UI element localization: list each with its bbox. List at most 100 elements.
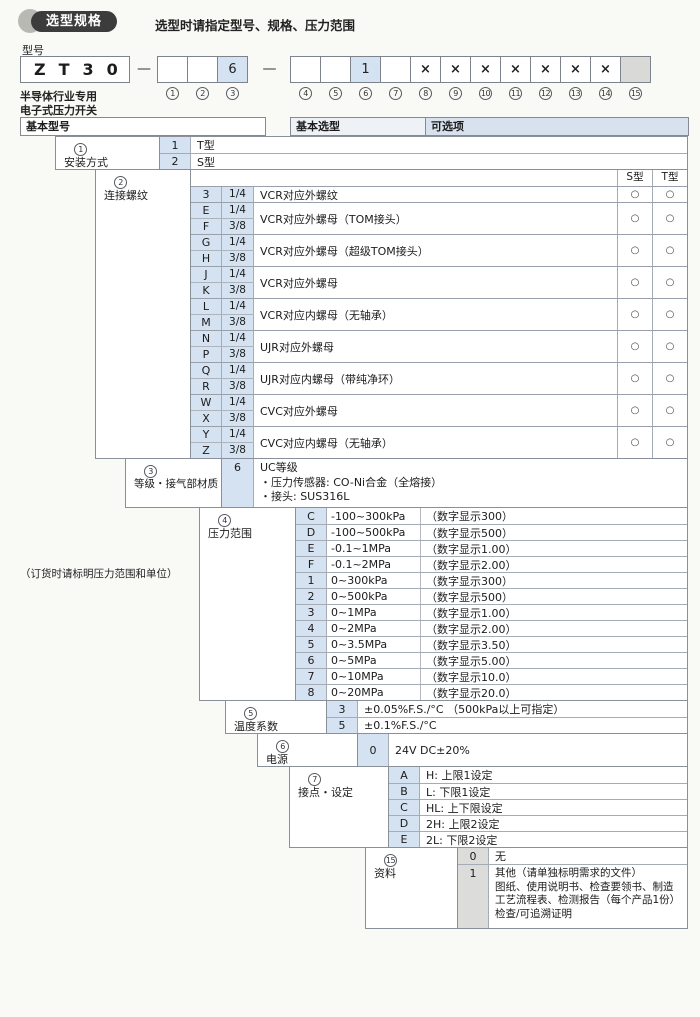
option-code: 8: [296, 685, 327, 700]
option-code: Q: [191, 363, 222, 378]
model-digit-cell: 7: [380, 56, 411, 100]
s-type-available-mark: ○: [617, 235, 652, 266]
section-name: 接点・设定: [298, 786, 353, 799]
product-type-note: 半导体行业专用 电子式压力开关: [20, 90, 97, 117]
option-code: H: [191, 251, 222, 266]
thread-size: 1/4: [222, 427, 254, 442]
display-note: （数字显示300）: [426, 510, 513, 523]
option-code: Y: [191, 427, 222, 442]
model-digit-cell: × 10: [470, 56, 501, 100]
section-label: 5 温度系数: [226, 701, 327, 733]
option-code: 3: [191, 187, 222, 202]
display-note: （数字显示1.00）: [426, 606, 517, 620]
option-desc: VCR对应外螺母（TOM接头）: [260, 212, 407, 226]
option-desc: 2L: 下限2设定: [426, 833, 498, 847]
model-x-box: ×: [470, 56, 501, 83]
section-15-number: 15: [384, 854, 397, 867]
t-type-available-mark: ○: [652, 331, 687, 362]
section-badge-title: 选型规格: [31, 11, 118, 32]
model-digit-box: 1: [350, 56, 381, 83]
option-desc: UJR对应内螺母（带纯净环）: [260, 372, 400, 386]
section-6-number: 6: [276, 740, 289, 753]
t-type-available-mark: ○: [652, 187, 687, 202]
option-desc: VCR对应外螺母: [260, 276, 338, 290]
option-code: W: [191, 395, 222, 410]
option-code: L: [191, 299, 222, 314]
option-desc: VCR对应外螺母（超级TOM接头）: [260, 244, 429, 258]
s-type-available-mark: ○: [617, 187, 652, 202]
model-digit-box: [157, 56, 188, 83]
s-type-available-mark: ○: [617, 331, 652, 362]
option-desc: CVC对应外螺母: [260, 404, 338, 418]
section-name: 电源: [266, 753, 288, 766]
pressure-range: -0.1~1MPa: [327, 541, 421, 556]
option-desc: VCR对应外螺纹: [260, 188, 338, 202]
model-digit-cell: ×8: [410, 56, 441, 100]
option-row: 3 ±0.05%F.S./°C （500kPa以上可指定）: [327, 701, 687, 717]
s-type-available-mark: ○: [617, 267, 652, 298]
pressure-range: -100~300kPa: [327, 508, 421, 524]
pressure-range: 0~1MPa: [327, 605, 421, 620]
display-note: （数字显示2.00）: [426, 622, 517, 636]
option-code: 6: [296, 653, 327, 668]
section-name: 压力范围: [208, 527, 252, 540]
model-digit-cell: 4: [290, 56, 321, 100]
thread-size: 1/4: [222, 395, 254, 410]
thread-size: 3/8: [222, 283, 254, 298]
option-desc: HL: 上下限设定: [426, 801, 503, 815]
thread-size: 3/8: [222, 379, 254, 394]
position-15-circle: 15: [629, 87, 642, 100]
display-note: （数字显示3.50）: [426, 638, 517, 652]
display-note: （数字显示500）: [426, 526, 513, 540]
option-code: B: [389, 784, 420, 799]
display-note: （数字显示10.0）: [426, 670, 517, 684]
option-row: C-100~300kPa （数字显示300）: [296, 508, 687, 524]
thread-size: 1/4: [222, 363, 254, 378]
column-s-type: S型: [617, 170, 652, 186]
option-desc: CVC对应内螺母（无轴承）: [260, 436, 393, 450]
section-label: 3 等级・接气部材质: [126, 459, 222, 507]
option-code: 5: [296, 637, 327, 652]
t-type-available-mark: ○: [652, 427, 687, 458]
thread-size: 1/4: [222, 187, 254, 202]
thread-size: 3/8: [222, 219, 254, 234]
option-code: 0: [458, 848, 489, 864]
option-code: C: [296, 508, 327, 524]
option-code: A: [389, 767, 420, 783]
option-code: 1: [160, 137, 191, 153]
position-3-circle: 3: [226, 87, 239, 100]
model-x-box: ×: [560, 56, 591, 83]
section-name: 连接螺纹: [104, 189, 148, 202]
header-basic-model: 基本型号: [20, 117, 266, 136]
position-4-circle: 4: [299, 87, 312, 100]
display-note: （数字显示1.00）: [426, 542, 517, 556]
option-code: D: [389, 816, 420, 831]
pressure-range: 0~2MPa: [327, 621, 421, 636]
option-row: 0 无: [458, 848, 687, 864]
section-name: 温度系数: [234, 720, 278, 733]
section-7-number: 7: [308, 773, 321, 786]
position-10-circle: 10: [479, 87, 492, 100]
option-row: 0 24V DC±20%: [358, 734, 687, 766]
thread-type-header: S型 T型: [191, 170, 687, 186]
t-type-available-mark: ○: [652, 363, 687, 394]
option-desc: UJR对应外螺母: [260, 340, 334, 354]
position-8-circle: 8: [419, 87, 432, 100]
option-code: 6: [222, 459, 254, 507]
section-label: 4 压力范围: [200, 508, 296, 700]
model-x-box: ×: [440, 56, 471, 83]
option-code: 4: [296, 621, 327, 636]
option-code: 0: [358, 734, 389, 766]
model-digit-box: [320, 56, 351, 83]
thread-size: 3/8: [222, 443, 254, 458]
